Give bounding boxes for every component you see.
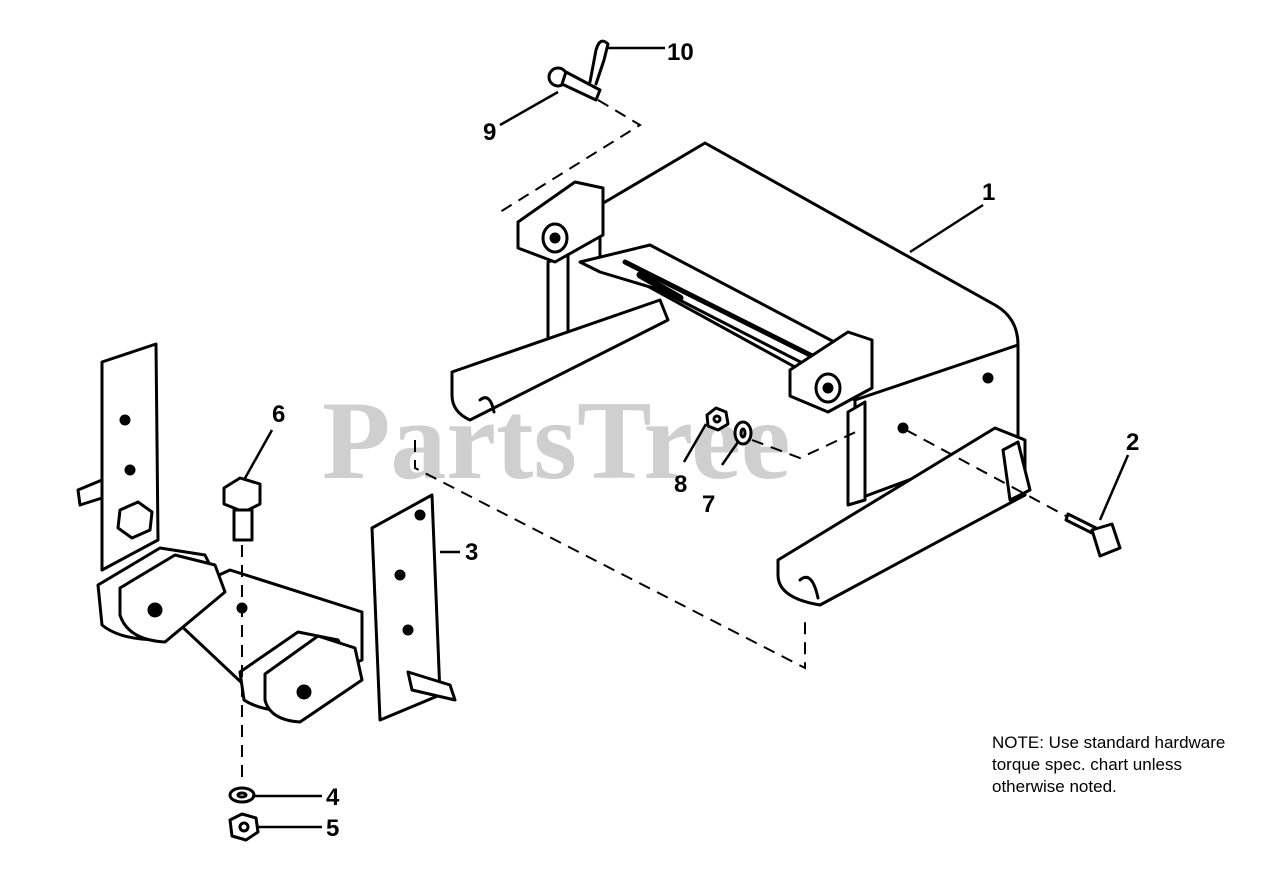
note-line-2: torque spec. chart unless <box>992 755 1182 774</box>
callout-10: 10 <box>667 39 694 66</box>
leader-lines <box>242 46 1130 829</box>
callout-8: 8 <box>674 471 687 498</box>
note-line-1: NOTE: Use standard hardware <box>992 733 1226 752</box>
part-9-clevis-pin <box>547 66 602 102</box>
part-1-hitch-frame <box>450 141 1032 607</box>
callout-3: 3 <box>465 539 478 566</box>
note-line-3: otherwise noted. <box>992 777 1117 796</box>
torque-note: NOTE: Use standard hardware torque spec.… <box>992 732 1278 798</box>
part-2-bolt <box>1064 512 1122 558</box>
part-6-bolt <box>222 476 262 542</box>
callout-2: 2 <box>1126 429 1139 456</box>
part-4-lock-washer <box>228 786 256 804</box>
callout-6: 6 <box>272 401 285 428</box>
callout-4: 4 <box>326 784 340 811</box>
part-5-hex-nut <box>228 812 260 842</box>
watermark-logo: PartsTree <box>322 379 791 503</box>
callout-7: 7 <box>702 491 715 518</box>
part-10-hairpin-clip <box>588 39 610 86</box>
part-8-hex-nut <box>705 406 730 432</box>
callout-9: 9 <box>483 119 496 146</box>
part-7-lock-washer <box>733 420 753 446</box>
callout-5: 5 <box>326 815 339 842</box>
callout-1: 1 <box>982 179 995 206</box>
assembly-lines <box>241 99 1067 785</box>
part-3-mounting-bracket <box>76 342 457 724</box>
